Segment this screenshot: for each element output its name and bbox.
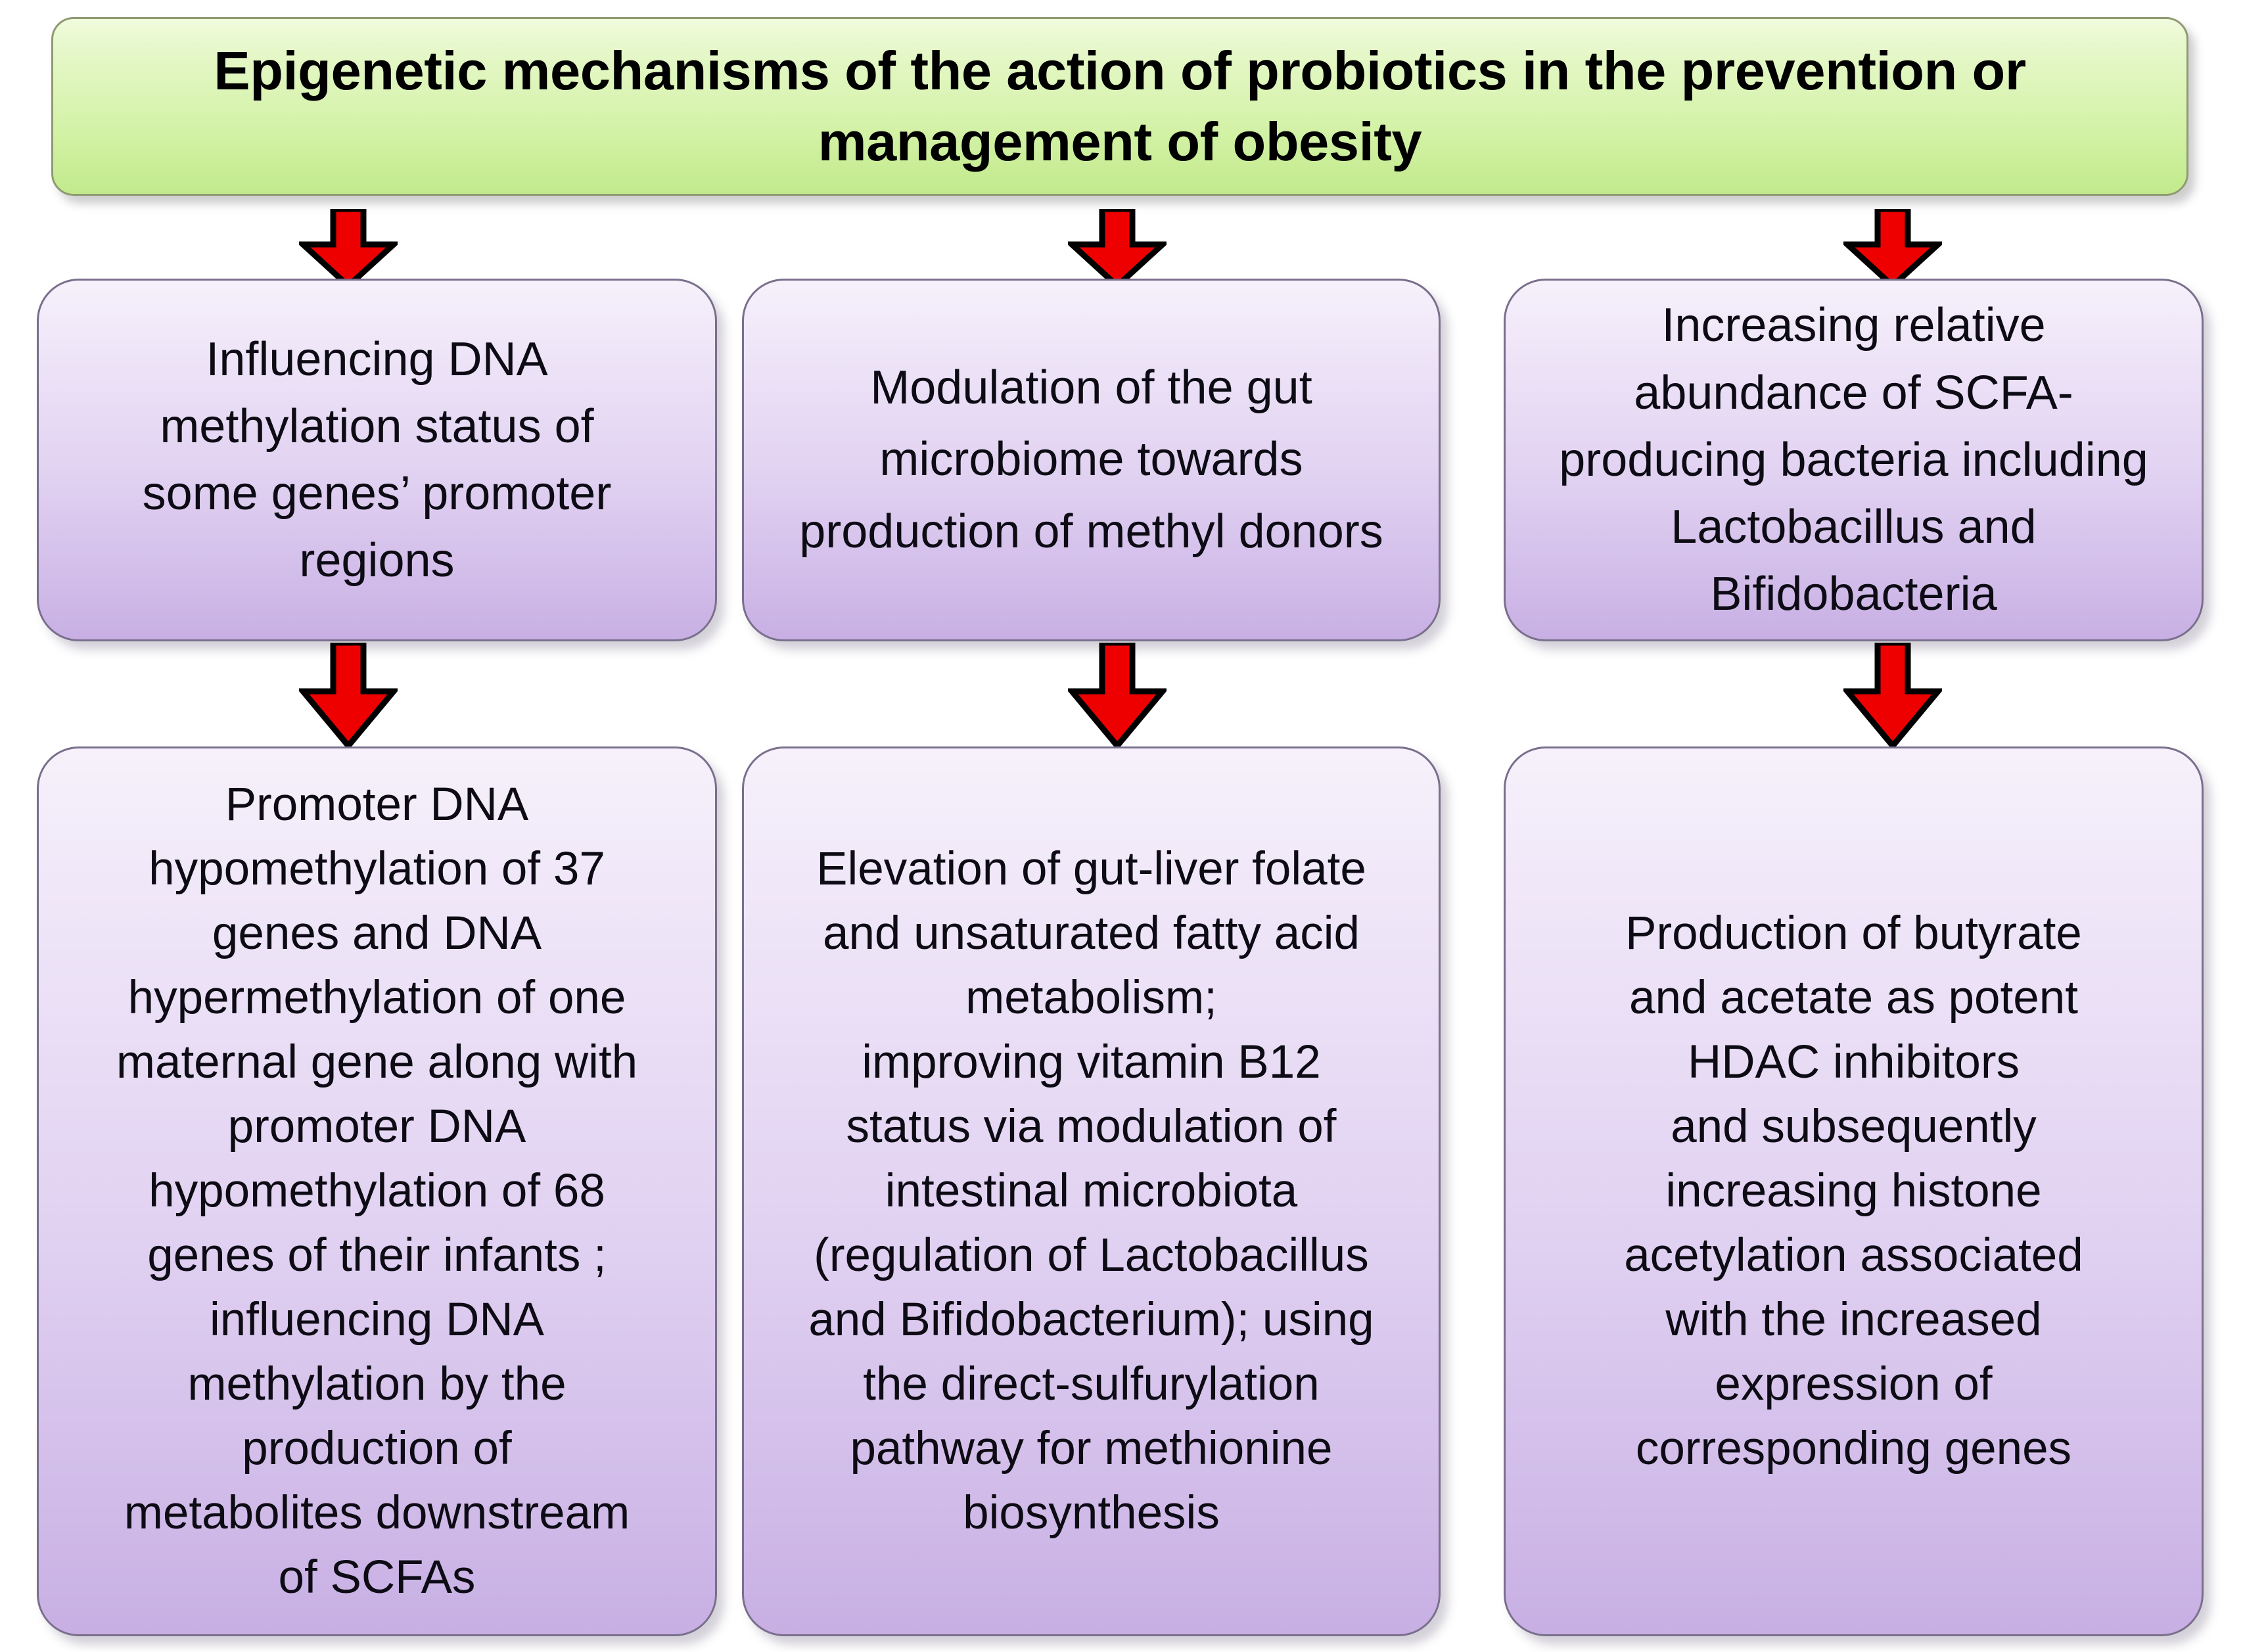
down-arrow-icon: [299, 643, 398, 746]
process-box-text: Modulation of the gut microbiome towards…: [799, 361, 1383, 558]
down-arrow-icon: [1068, 209, 1167, 287]
down-arrow-icon: [299, 209, 398, 287]
process-box-scfa-producing-bacteria: Increasing relative abundance of SCFA- p…: [1504, 279, 2204, 641]
diagram-title-text: Epigenetic mechanisms of the action of p…: [214, 40, 2026, 172]
down-arrow-icon: [1843, 643, 1942, 746]
outcome-box-folate-fatty-acid-metabolism: Elevation of gut-liver folate and unsatu…: [742, 746, 1441, 1636]
process-box-influencing-dna-methylation: Influencing DNA methylation status of so…: [37, 279, 717, 641]
process-box-gut-microbiome-modulation: Modulation of the gut microbiome towards…: [742, 279, 1441, 641]
outcome-box-butyrate-acetate-hdac: Production of butyrate and acetate as po…: [1504, 746, 2204, 1636]
outcome-box-promoter-dna-hypomethylation: Promoter DNA hypomethylation of 37 genes…: [37, 746, 717, 1636]
process-box-text: Influencing DNA methylation status of so…: [142, 333, 612, 587]
down-arrow-icon: [1068, 643, 1167, 746]
outcome-box-text: Promoter DNA hypomethylation of 37 genes…: [116, 779, 638, 1603]
down-arrow-icon: [1843, 209, 1942, 287]
process-box-text: Increasing relative abundance of SCFA- p…: [1559, 299, 2148, 621]
outcome-box-text: Elevation of gut-liver folate and unsatu…: [808, 843, 1374, 1539]
diagram-title-box: Epigenetic mechanisms of the action of p…: [51, 17, 2188, 196]
outcome-box-text: Production of butyrate and acetate as po…: [1624, 907, 2083, 1475]
